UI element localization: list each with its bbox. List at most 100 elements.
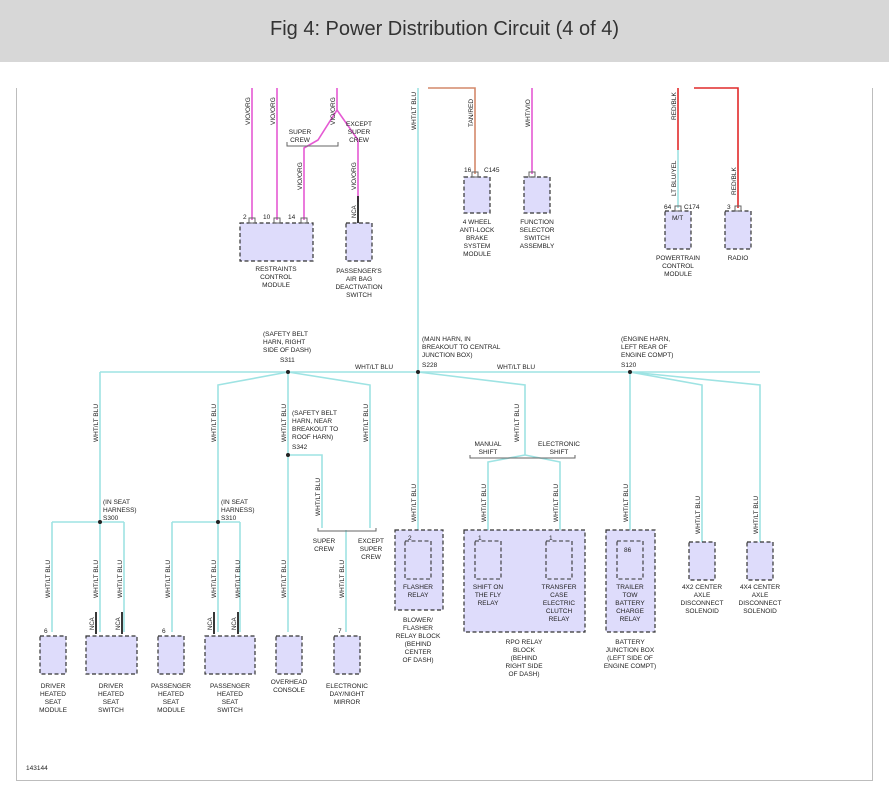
splice-note: SIDE OF DASH)	[263, 347, 311, 354]
component-label: HEATED	[158, 691, 184, 698]
splice-note: (SAFETY BELT	[263, 331, 308, 338]
splice-note: JUNCTION BOX)	[422, 352, 473, 359]
component-label: SYSTEM	[464, 243, 491, 250]
wires	[51, 87, 761, 634]
transfer-case-electric-clutch-relay	[545, 540, 573, 580]
wire-s311-branch	[217, 371, 289, 522]
component-label: BLOCK	[513, 647, 536, 654]
option-bracket-crew	[286, 142, 339, 147]
wire-label: WHT/LT BLU	[553, 484, 560, 522]
wire-label: WHT/LT BLU	[355, 364, 393, 371]
component-label: BATTERY	[615, 639, 645, 646]
option-label: EXCEPT	[358, 538, 384, 545]
component-label: TRANSFER	[541, 584, 576, 591]
axle-4x4-disconnect-solenoid	[746, 541, 774, 581]
component-label: FLASHER	[403, 584, 433, 591]
splice-id: S120	[621, 362, 637, 369]
component-label: RELAY	[549, 616, 570, 623]
component-label: RELAY	[620, 616, 641, 623]
function-selector-switch	[523, 176, 551, 214]
pin-number: 6	[162, 628, 166, 635]
component-label: AXLE	[694, 592, 711, 599]
component-label: ELECTRONIC	[326, 683, 368, 690]
splice-note: (SAFETY BELT	[292, 410, 337, 417]
wire-label: WHT/LT BLU	[165, 560, 172, 598]
component-label: BRAKE	[466, 235, 489, 242]
component-label: HEATED	[40, 691, 66, 698]
option-bracket-mirror	[317, 528, 377, 532]
pin-number: 16	[464, 167, 472, 174]
component-label: SEAT	[222, 699, 239, 706]
component-label: THE FLY	[475, 592, 502, 599]
component-label: MODULE	[463, 251, 491, 258]
component-label: RESTRAINTS	[255, 266, 297, 273]
component-label: SELECTOR	[520, 227, 555, 234]
pin-number: 14	[288, 214, 296, 221]
pin-number: 2	[408, 535, 412, 542]
component-label: DISCONNECT	[739, 600, 782, 607]
splice-note: HARNESS)	[103, 507, 137, 514]
component-label: RADIO	[728, 255, 749, 262]
nca-label: NCA	[90, 617, 96, 630]
splice-dot-s228	[416, 370, 420, 374]
splice-note: ENGINE COMPT)	[621, 352, 673, 359]
wire-label: WHT/LT BLU	[45, 560, 52, 598]
component-label: MIRROR	[334, 699, 361, 706]
component-label: TOW	[622, 592, 638, 599]
pin-number: 86	[624, 547, 632, 554]
pin-number: 2	[243, 214, 247, 221]
wire-rpo-feed	[417, 371, 526, 455]
wire-s120-4x2	[629, 371, 703, 542]
pin-number: 3	[727, 204, 731, 211]
component-label: (LEFT SIDE OF	[607, 655, 653, 662]
driver-heated-seat-switch	[85, 635, 138, 675]
wire-label: WHT/LT BLU	[315, 478, 322, 516]
splice-note: (ENGINE HARN,	[621, 336, 670, 343]
pin-number: 1	[478, 535, 482, 542]
wire-tan-red	[428, 87, 476, 174]
wire-label: VIO/ORG	[330, 97, 337, 125]
splice-dot-s311	[286, 370, 290, 374]
figure-title: Fig 4: Power Distribution Circuit (4 of …	[269, 18, 619, 40]
component-label: AXLE	[752, 592, 769, 599]
connector-id: C145	[484, 167, 500, 174]
wire-label: WHT/LT BLU	[211, 404, 218, 442]
component-label: CASE	[550, 592, 568, 599]
flasher-relay	[404, 540, 432, 580]
component-label: DRIVER	[99, 683, 124, 690]
splice-id: S342	[292, 444, 308, 451]
component-label: SOLENOID	[685, 608, 719, 615]
component-label: PASSENGER'S	[336, 268, 382, 275]
mt-label: M/T	[672, 215, 683, 222]
diagram-frame	[16, 88, 873, 781]
component-label: PASSENGER	[151, 683, 191, 690]
component-label: RELAY	[478, 600, 499, 607]
wire-label: VIO/ORG	[297, 162, 304, 190]
component-label: DEACTIVATION	[335, 284, 382, 291]
component-label: HEATED	[98, 691, 124, 698]
splice-id: S228	[422, 362, 438, 369]
wire-s120-4x4	[629, 371, 761, 542]
component-label: SWITCH	[98, 707, 124, 714]
wire-label: WHT/LT BLU	[281, 404, 288, 442]
wire-vio-org-3	[303, 88, 338, 220]
connector-id: C174	[684, 204, 700, 211]
wire-label: RED/BLK	[671, 92, 678, 120]
component-label: SWITCH	[217, 707, 243, 714]
splice-note: BREAKOUT TO CENTRAL	[422, 344, 501, 351]
wire-label: WHT/LT BLU	[514, 404, 521, 442]
figure-header: Fig 4: Power Distribution Circuit (4 of …	[0, 0, 889, 62]
splice-id: S311	[280, 357, 295, 364]
component-label: CHARGE	[616, 608, 644, 615]
wire-electronic	[524, 454, 561, 530]
wire-label: WHT/LT BLU	[695, 496, 702, 534]
component-label: CLUTCH	[546, 608, 573, 615]
component-label: DRIVER	[41, 683, 66, 690]
component-label: SEAT	[103, 699, 120, 706]
component-label: ENGINE COMPT)	[604, 663, 656, 670]
component-label: ANTI-LOCK	[460, 227, 495, 234]
component-label: MODULE	[664, 271, 692, 278]
splice-note: HARN, RIGHT	[263, 339, 305, 346]
component-label: CONTROL	[662, 263, 694, 270]
component-label: CENTER	[405, 649, 432, 656]
